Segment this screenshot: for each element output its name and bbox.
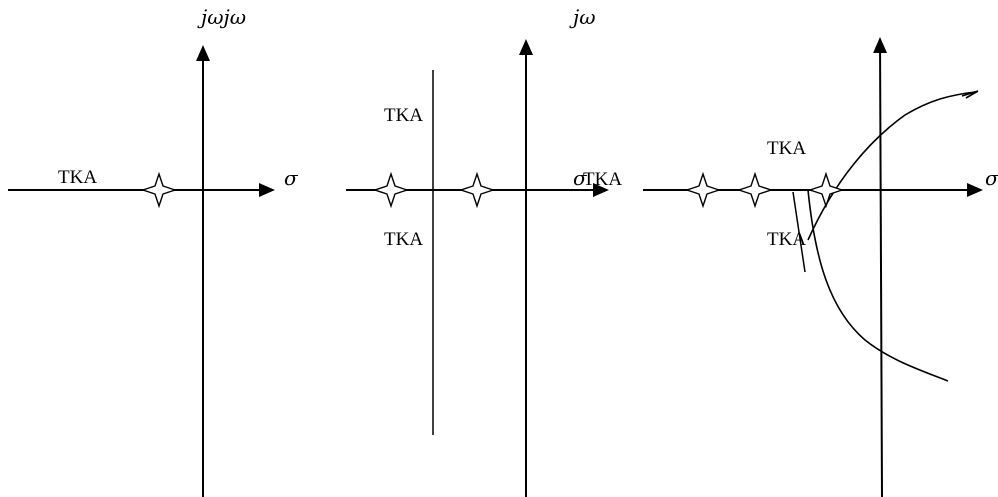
panel3-upper-locus-branch — [807, 91, 976, 241]
panel2-real-axis-label: σ — [573, 166, 588, 190]
panel-1: jωjω σ TKA — [8, 5, 299, 497]
panel1-annotation-tka: TKA — [58, 167, 97, 188]
pole-marker-icon — [372, 171, 410, 209]
panel3-annotation-tka-upper: TKA — [767, 138, 806, 159]
pole-marker-icon — [140, 171, 178, 209]
panel2-imag-axis-label: jω — [569, 5, 596, 29]
panel-3: σ TKA TKA — [643, 37, 998, 497]
panel3-annotation-tka-lower: TKA — [767, 229, 806, 250]
pole-marker-icon — [684, 171, 722, 209]
panel3-branch-tip — [961, 90, 979, 99]
pole-marker-icon — [736, 171, 774, 209]
pole-marker-icon — [807, 171, 845, 209]
panel1-imag-axis-label: jωjω — [197, 5, 246, 29]
panel3-real-axis-label: σ — [985, 166, 998, 190]
panel2-annotation-tka-lower: TKA — [384, 229, 423, 250]
panel3-imag-axis — [873, 37, 888, 497]
panel2-annotation-tka-right: TKA — [583, 169, 622, 190]
panel3-lower-locus-branch — [807, 189, 949, 382]
panel2-annotation-tka-upper: TKA — [384, 105, 423, 126]
panel1-real-axis-label: σ — [284, 166, 299, 190]
pole-marker-icon — [458, 171, 496, 209]
panel-2: jω σ TKA TKA TKA — [346, 5, 622, 497]
panel3-short-locus-segment — [792, 191, 806, 273]
